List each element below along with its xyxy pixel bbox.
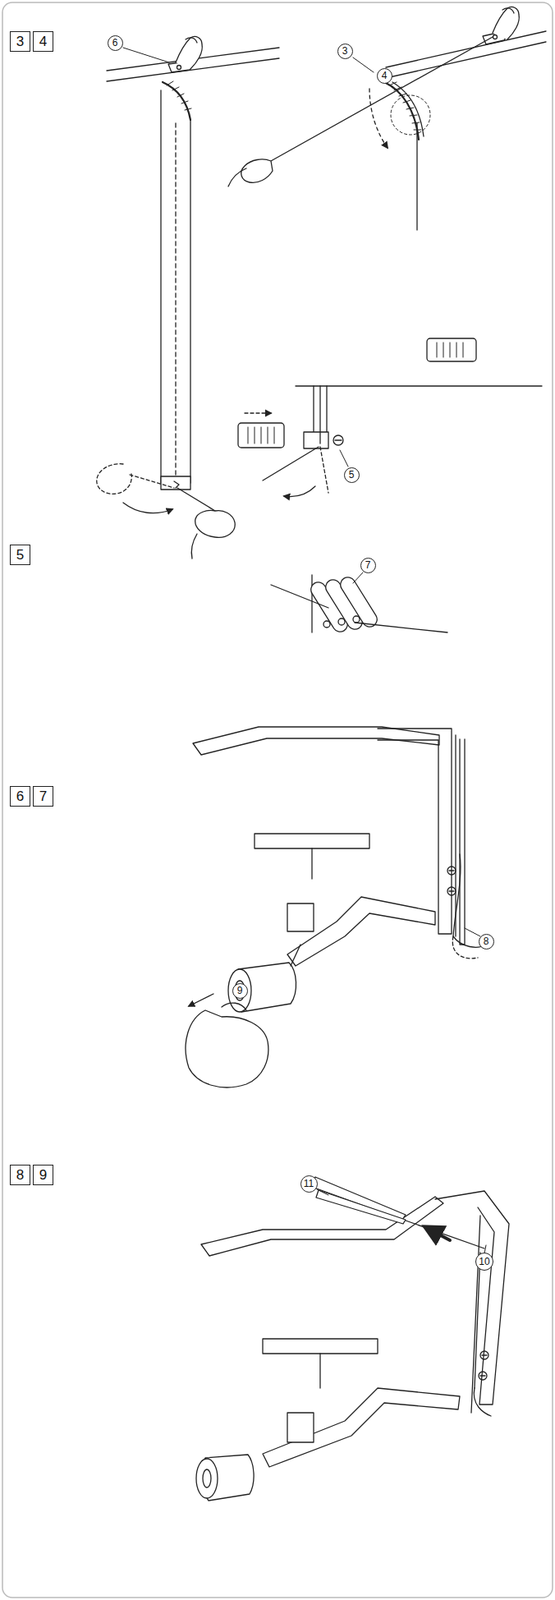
step-number-box: 8 [9, 1164, 31, 1185]
step-number-box: 3 [9, 31, 31, 52]
callout-number: 4 [376, 68, 393, 84]
looper-view-b [196, 1176, 510, 1500]
step-number: 9 [39, 1167, 47, 1182]
callout-number: 8 [478, 933, 495, 950]
callout-number: 5 [344, 467, 360, 483]
callout-number: 3 [337, 43, 354, 60]
leader-lines [123, 47, 487, 1253]
step-number-box: 9 [32, 1164, 54, 1185]
thread-guide-view [262, 338, 542, 497]
step-number-box: 6 [9, 785, 31, 807]
step-number: 5 [16, 547, 24, 562]
looper-view-a [185, 726, 487, 1088]
callout-number: 7 [360, 557, 377, 574]
thread-path-view [96, 36, 285, 559]
step-number: 8 [16, 1167, 24, 1182]
callout-number: 11 [300, 1174, 318, 1193]
guide-plates [270, 573, 448, 634]
step-number: 7 [39, 788, 47, 803]
step-number-box: 7 [32, 785, 54, 807]
step-number-box: 5 [9, 544, 31, 565]
step-number-box: 4 [32, 31, 54, 52]
callout-number: 10 [475, 1252, 494, 1271]
callout-number: 6 [107, 35, 124, 51]
tension-dial-view [228, 6, 546, 230]
callout-number: 9 [232, 982, 248, 999]
step-number: 6 [16, 788, 24, 803]
step-number: 4 [39, 34, 47, 49]
step-number: 3 [16, 34, 24, 49]
